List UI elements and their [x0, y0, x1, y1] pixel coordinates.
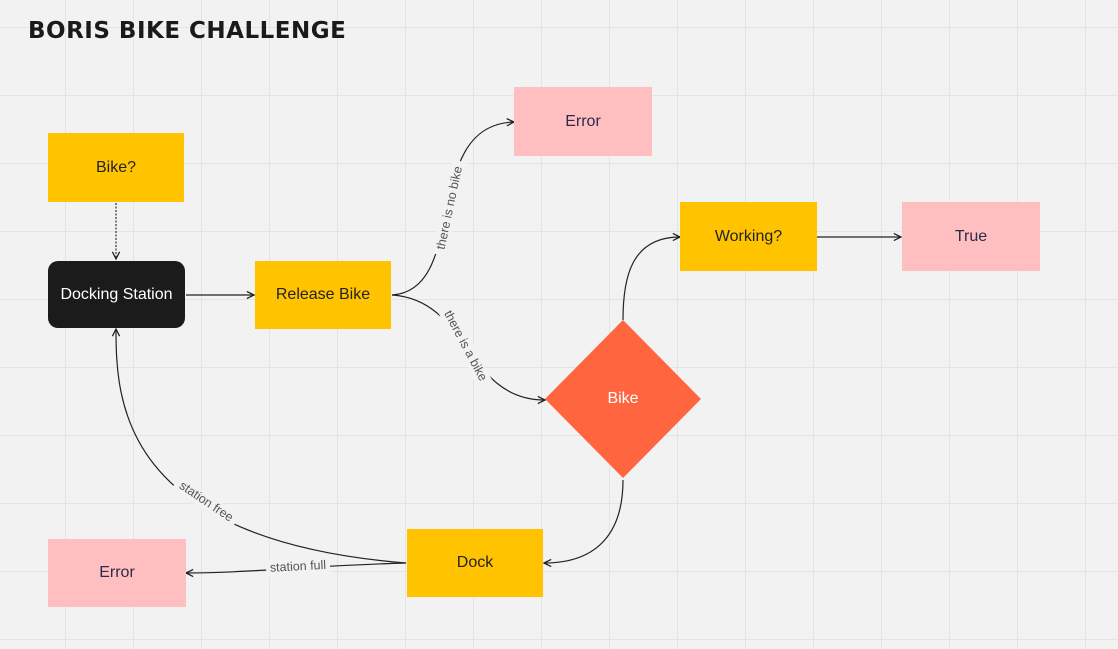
node-error-top-label: Error: [565, 112, 601, 130]
node-working-label: Working?: [714, 227, 783, 245]
node-error-top[interactable]: Error: [514, 87, 652, 156]
node-docking-station[interactable]: Docking Station: [48, 261, 185, 328]
node-bike-question-label: Bike?: [95, 158, 137, 176]
edge-label-station-full: station full: [265, 557, 331, 577]
node-working[interactable]: Working?: [680, 202, 817, 271]
node-bike-decision-label: Bike: [607, 390, 639, 407]
node-true[interactable]: True: [902, 202, 1040, 271]
edge-bike-to-working[interactable]: [622, 237, 680, 321]
svg-text:there is a bike: there is a bike: [441, 308, 490, 383]
node-docking-station-label: Docking Station: [60, 285, 173, 303]
diamond-shape: [545, 320, 701, 478]
edge-label-is-bike: there is a bike: [438, 305, 492, 387]
svg-text:station full: station full: [269, 558, 326, 575]
edge-dock-to-docking[interactable]: [116, 329, 407, 564]
node-bike-decision[interactable]: Bike: [545, 320, 701, 478]
edge-label-station-free: station free: [171, 475, 241, 529]
node-error-bottom[interactable]: Error: [48, 539, 186, 607]
node-true-label: True: [954, 227, 988, 245]
node-bike-question[interactable]: Bike?: [48, 133, 184, 202]
node-dock-label: Dock: [456, 554, 494, 571]
board-title: BORIS BIKE CHALLENGE: [28, 18, 347, 44]
edge-bike-to-dock[interactable]: [544, 479, 624, 563]
node-error-bottom-label: Error: [99, 564, 135, 581]
svg-text:there is no bike: there is no bike: [434, 165, 465, 251]
svg-text:station free: station free: [177, 478, 236, 524]
node-release-bike-label: Release Bike: [275, 286, 371, 303]
edge-label-no-bike: there is no bike: [432, 159, 468, 257]
node-dock[interactable]: Dock: [407, 529, 543, 597]
node-release-bike[interactable]: Release Bike: [255, 261, 391, 329]
